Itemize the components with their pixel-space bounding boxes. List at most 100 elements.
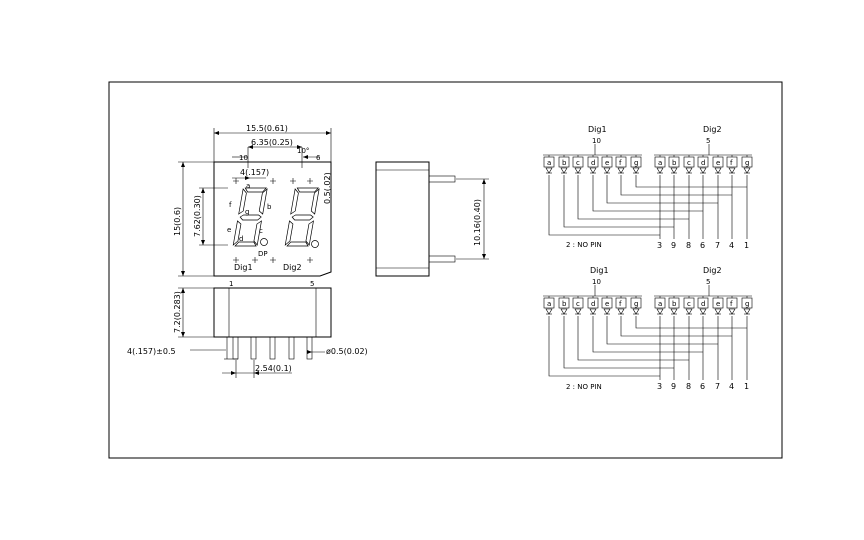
pin1-label: 1 (229, 280, 233, 288)
segment-wire (592, 175, 703, 212)
segment-label: d (591, 159, 595, 167)
seg-label-g: g (245, 208, 249, 216)
dim-body-height: 7.2(0.283) (173, 291, 182, 333)
dim-width-total: 15.5(0.61) (246, 124, 288, 133)
diode-icon (743, 167, 751, 174)
digit-1 (232, 187, 268, 247)
pin-number: 8 (686, 382, 691, 391)
segment-label: g (745, 300, 749, 308)
segment-wire (563, 316, 674, 369)
segment-wire (606, 175, 718, 204)
segment-label: e (716, 159, 720, 167)
diode-icon (589, 308, 597, 315)
segment-wire (635, 316, 747, 329)
front-dig2-label: Dig2 (283, 263, 302, 272)
pin-number: 7 (715, 241, 720, 250)
diode-icon (545, 167, 553, 174)
segment-label: a (547, 159, 551, 167)
side-pins (428, 175, 456, 263)
segment-label: c (576, 159, 580, 167)
segment-label: f (619, 159, 622, 167)
segment-wire (577, 175, 689, 220)
segment-label: b (672, 300, 677, 308)
seg-label-f: f (229, 201, 232, 209)
dim-6: 6 (316, 154, 321, 162)
dim-height-total: 15(0.6) (173, 207, 182, 236)
segment-label: a (658, 159, 662, 167)
segment-label: d (701, 159, 705, 167)
digit-2 (284, 187, 320, 247)
schem1-dig2-label: Dig2 (703, 266, 722, 275)
segment-label: a (547, 300, 551, 308)
pin-number: 9 (671, 382, 676, 391)
schem0-dig1-label: Dig1 (588, 125, 607, 134)
pin-number: 3 (657, 382, 662, 391)
segment-label: f (730, 300, 733, 308)
dim-offset: 0.5(.02) (323, 172, 332, 204)
diode-icon (656, 308, 664, 315)
segment-wire (577, 316, 689, 361)
segment-label: b (672, 159, 677, 167)
dim-angle: 10° (297, 147, 309, 155)
diode-icon (617, 308, 625, 315)
pin5-label: 5 (310, 280, 314, 288)
seg-label-e: e (227, 226, 231, 234)
diode-icon (728, 167, 736, 174)
dim-side-width: 10.16(0.40) (473, 199, 482, 246)
pin-number: 6 (700, 382, 705, 391)
diode-icon (685, 167, 693, 174)
diode-icon (714, 308, 722, 315)
diode-icon (617, 167, 625, 174)
schem1-no-pin-note: 2 : NO PIN (566, 383, 602, 391)
schem0-dig1-pin: 10 (592, 137, 601, 145)
schem1-dig2-pin: 5 (706, 278, 710, 286)
segment-label: a (658, 300, 662, 308)
pin-number: 4 (729, 382, 734, 391)
segment-label: b (562, 159, 567, 167)
dim-hole: 4(.157) (240, 168, 269, 177)
pin-number: 3 (657, 241, 662, 250)
diode-icon (574, 308, 582, 315)
pin-number: 6 (700, 241, 705, 250)
segment-wire (563, 175, 674, 228)
segment-label: c (687, 159, 691, 167)
schem0-dig2-pin: 5 (706, 137, 710, 145)
pin-number: 9 (671, 241, 676, 250)
dim-digit-height: 7.62(0.30) (193, 195, 202, 237)
diode-icon (589, 167, 597, 174)
segment-wire (620, 316, 732, 337)
seg-label-b: b (267, 203, 272, 211)
segment-wire (548, 175, 660, 236)
seg-label-d: d (239, 235, 243, 243)
pins (232, 336, 313, 360)
diode-icon (603, 167, 611, 174)
diode-icon (685, 308, 693, 315)
dim-pin10-mark: 10 (239, 154, 248, 162)
schem0-dig2-label: Dig2 (703, 125, 722, 134)
segment-label: f (730, 159, 733, 167)
side-view: 10.16(0.40) (375, 161, 489, 277)
digit1-dp (260, 238, 268, 246)
seg-label-a: a (246, 182, 250, 190)
segment-label: b (562, 300, 567, 308)
diode-icon (574, 167, 582, 174)
segment-wire (548, 316, 660, 377)
pin-number: 7 (715, 382, 720, 391)
schem0-no-pin-note: 2 : NO PIN (566, 241, 602, 249)
diode-icon (670, 167, 678, 174)
seg-label-c: c (259, 227, 263, 235)
segment-label: e (716, 300, 720, 308)
segment-wire (620, 175, 732, 196)
segment-wire (606, 316, 718, 345)
segment-wire (635, 175, 747, 188)
diode-icon (632, 308, 640, 315)
dim-pitch: 6.35(0.25) (251, 138, 293, 147)
front-view: 15.5(0.61) 6.35(0.25) 10 10° 6 4(.157) 0… (173, 124, 332, 277)
segment-label: c (576, 300, 580, 308)
dp-label: DP (258, 250, 268, 258)
drawing-border (108, 81, 783, 459)
diode-icon (699, 167, 707, 174)
pin-number: 8 (686, 241, 691, 250)
